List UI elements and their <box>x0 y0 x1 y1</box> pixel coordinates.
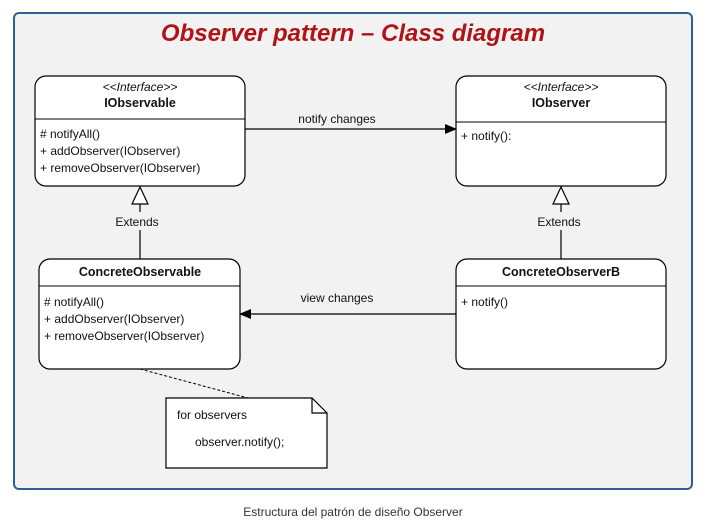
diagram-title: Observer pattern – Class diagram <box>160 20 546 47</box>
concrete-observable-name: ConcreteObservable <box>79 265 201 279</box>
concrete-observable-member: # notifyAll() <box>44 295 104 309</box>
relation-view-changes: view changes <box>239 291 456 319</box>
note-line-1: for observers <box>177 408 247 422</box>
figure-caption: Estructura del patrón de diseño Observer <box>243 505 463 519</box>
iobserver-stereotype: <<Interface>> <box>524 80 599 94</box>
iobservable-stereotype: <<Interface>> <box>103 80 178 94</box>
concrete-observer-b-name: ConcreteObserverB <box>502 265 620 279</box>
iobserver-name: IObserver <box>532 96 591 110</box>
iobserver-member: + notify(): <box>461 129 511 143</box>
note-connector <box>139 368 249 399</box>
inheritance-triangle-icon <box>552 185 570 205</box>
extends-left-label: Extends <box>115 215 158 229</box>
iobservable-name: IObservable <box>104 96 176 110</box>
note-line-2: observer.notify(); <box>195 435 284 449</box>
iobservable-member: # notifyAll() <box>40 127 100 141</box>
class-iobserver: <<Interface>> IObserver + notify(): <box>455 75 667 187</box>
class-concrete-observer-b: ConcreteObserverB + notify() <box>455 258 667 370</box>
note-box <box>165 397 328 469</box>
inheritance-triangle-icon <box>131 185 149 205</box>
concrete-observer-b-member: + notify() <box>461 295 508 309</box>
view-changes-label: view changes <box>301 291 374 305</box>
note: for observers observer.notify(); <box>139 368 328 469</box>
notify-changes-label: notify changes <box>298 112 375 126</box>
concrete-observable-member: + removeObserver(IObserver) <box>44 329 204 343</box>
relation-extends-left: Extends <box>115 185 159 259</box>
class-iobservable: <<Interface>> IObservable # notifyAll() … <box>34 75 246 187</box>
iobservable-member: + addObserver(IObserver) <box>40 144 180 158</box>
iobservable-member: + removeObserver(IObserver) <box>40 161 200 175</box>
note-fold-icon <box>311 398 327 414</box>
relation-notify-changes: notify changes <box>245 112 457 134</box>
class-concrete-observable: ConcreteObservable # notifyAll() + addOb… <box>38 258 241 370</box>
relation-extends-right: Extends <box>537 185 581 259</box>
extends-right-label: Extends <box>537 215 580 229</box>
concrete-observable-member: + addObserver(IObserver) <box>44 312 184 326</box>
